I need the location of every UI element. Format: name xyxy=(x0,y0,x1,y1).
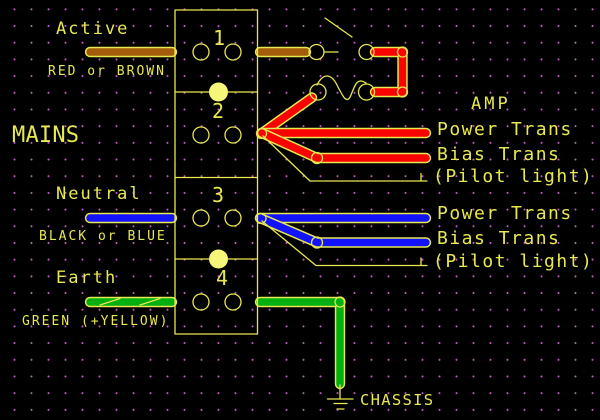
terminal-3-number: 3 xyxy=(212,183,225,207)
neutral-fanout-circle xyxy=(255,212,267,225)
neutral-bias-junction-circle xyxy=(310,236,324,249)
active-power-trans-label: Power Trans xyxy=(437,119,573,140)
active-bias-trans-label: Bias Trans xyxy=(437,144,561,165)
divider-dot xyxy=(209,249,228,269)
neutral-pilot-light-label: (Pilot light) xyxy=(433,251,594,272)
red-bias-junction-circle xyxy=(310,151,324,165)
active-color-note: RED or BROWN xyxy=(48,64,166,79)
fuse-squiggle xyxy=(316,75,367,101)
red-corner-circle xyxy=(396,46,409,58)
active-label: Active xyxy=(56,19,130,39)
fuse-icon xyxy=(309,75,376,101)
mains-title: MAINS xyxy=(12,123,80,148)
earth-corner-circle xyxy=(334,296,346,308)
terminal-4-screw xyxy=(224,293,242,311)
terminal-4-number: 4 xyxy=(216,266,229,290)
pilot-light-lines xyxy=(261,135,428,267)
terminal-1-screw xyxy=(224,43,242,61)
chassis-label: CHASSIS xyxy=(360,391,435,409)
switch-lever xyxy=(324,17,353,38)
terminal-block xyxy=(174,9,259,335)
neutral-wire xyxy=(84,212,432,249)
neutral-bias-trans-label: Bias Trans xyxy=(437,228,561,249)
terminal-1-number: 1 xyxy=(213,26,226,50)
earth-yellow-stripe xyxy=(139,297,161,306)
terminal-block-outline xyxy=(174,9,259,335)
neutral-color-note: BLACK or BLUE xyxy=(39,229,167,244)
earth-label: Earth xyxy=(56,268,118,288)
divider-dot xyxy=(209,82,228,102)
earth-wire xyxy=(84,296,346,390)
terminal-4-screw xyxy=(192,293,210,311)
terminal-2-screw xyxy=(224,126,242,144)
neutral-label: Neutral xyxy=(56,184,142,204)
terminal-3-screw xyxy=(192,209,210,227)
pilot-light-line-active xyxy=(262,135,428,182)
terminal-1-screw xyxy=(192,43,210,61)
terminal-2-screw xyxy=(192,126,210,144)
pilot-light-line-neutral xyxy=(261,220,428,267)
terminal-3-screw xyxy=(224,209,242,227)
switched-active-wires xyxy=(255,46,432,165)
chassis-ground-icon xyxy=(326,384,354,410)
red-corner-circle xyxy=(396,86,409,98)
terminal-2-number: 2 xyxy=(212,99,225,123)
red-fanout-circle xyxy=(255,127,268,140)
neutral-power-trans-label: Power Trans xyxy=(437,203,573,224)
earth-color-note: GREEN (+YELLOW) xyxy=(22,314,170,329)
active-pilot-light-label: (Pilot light) xyxy=(433,166,594,187)
amp-title: AMP xyxy=(471,94,511,114)
power-switch-icon xyxy=(308,17,375,61)
earth-yellow-stripe xyxy=(99,297,121,306)
